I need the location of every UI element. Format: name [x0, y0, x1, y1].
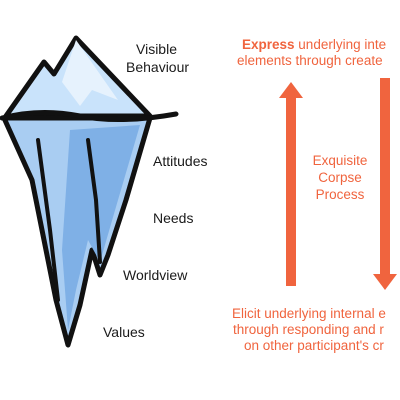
- express-text: Express underlying inte: [242, 36, 386, 53]
- process-label-line2: Corpse: [318, 170, 362, 185]
- process-label-line3: Process: [315, 187, 365, 202]
- express-text-line2: elements through create: [237, 53, 383, 68]
- level-label-values: Values: [103, 324, 145, 340]
- level-label-worldview: Worldview: [123, 267, 188, 283]
- process-label-line1: Exquisite: [312, 153, 368, 168]
- iceberg-crack-right: [86, 138, 102, 264]
- iceberg-crack-left: [36, 138, 60, 302]
- express-rest: underlying inte: [294, 37, 387, 52]
- iceberg-underwater-shade: [62, 125, 140, 330]
- level-label-visible: Visible: [136, 41, 177, 57]
- level-label-attitudes: Attitudes: [153, 153, 208, 169]
- elicit-text-line1: Elicit underlying internal e: [232, 306, 386, 321]
- elicit-text-line3: on other participant's cr: [244, 338, 384, 353]
- level-label-needs: Needs: [153, 210, 194, 226]
- elicit-text-line2: through responding and r: [233, 322, 384, 337]
- level-label-behaviour: Behaviour: [126, 59, 190, 75]
- down-arrow-icon: [373, 78, 397, 290]
- waterline: [0, 109, 179, 123]
- express-keyword: Express: [242, 37, 295, 52]
- iceberg-tip-shade: [62, 40, 118, 106]
- up-arrow-icon: [279, 82, 303, 286]
